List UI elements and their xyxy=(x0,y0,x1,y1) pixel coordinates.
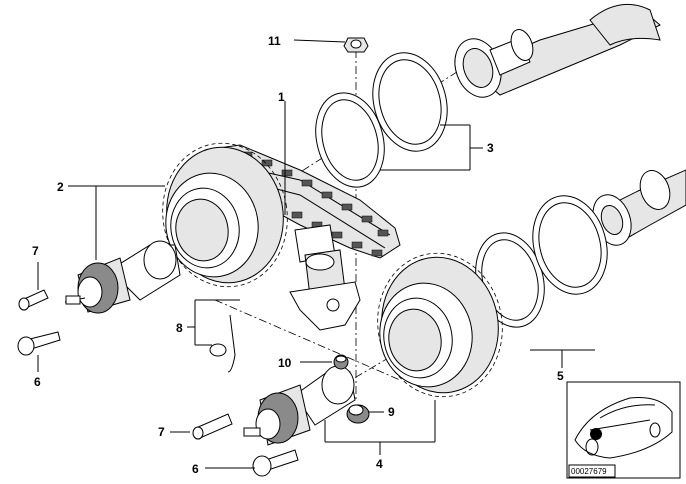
bolt-6-lower xyxy=(252,449,299,477)
location-marker xyxy=(590,428,602,440)
callout-2: 2 xyxy=(57,180,64,194)
vehicle-location-inset: 00027679 xyxy=(566,381,681,479)
callout-9: 9 xyxy=(388,405,395,419)
callout-numbers: 11 1 2 3 7 8 10 6 5 9 7 4 6 xyxy=(32,34,564,476)
callout-4: 4 xyxy=(376,457,383,471)
upper-spline-shaft xyxy=(64,240,181,314)
upper-sprocket-teeth xyxy=(162,142,288,288)
clip-8 xyxy=(209,314,236,373)
callout-11: 11 xyxy=(268,34,281,48)
washer-pair-lower xyxy=(475,195,608,328)
car-sketch xyxy=(574,397,673,459)
nut-11 xyxy=(343,37,369,53)
callout-3: 3 xyxy=(487,141,494,155)
upper-sprocket xyxy=(162,142,288,288)
leader-lines xyxy=(37,39,595,469)
spacer-9 xyxy=(346,404,370,424)
callout-8: 8 xyxy=(176,321,183,335)
callout-5: 5 xyxy=(557,369,564,383)
bushing-10 xyxy=(333,354,349,370)
lower-spline-shaft xyxy=(243,365,356,446)
callout-7-lower: 7 xyxy=(158,425,165,439)
upper-camshaft xyxy=(454,3,661,98)
bolt-6-upper xyxy=(17,331,61,356)
callout-10: 10 xyxy=(278,356,292,370)
callout-1: 1 xyxy=(278,90,285,104)
reference-number: 00027679 xyxy=(571,467,607,476)
callout-6-lower: 6 xyxy=(192,462,199,476)
callout-7-upper: 7 xyxy=(32,244,39,258)
callout-6-upper: 6 xyxy=(34,375,41,389)
chain-tensioner xyxy=(289,224,361,331)
washer-pair-upper xyxy=(315,52,448,188)
lower-sprocket xyxy=(377,252,503,398)
bolt-7-upper xyxy=(18,289,49,311)
bolt-7-lower xyxy=(192,413,233,440)
